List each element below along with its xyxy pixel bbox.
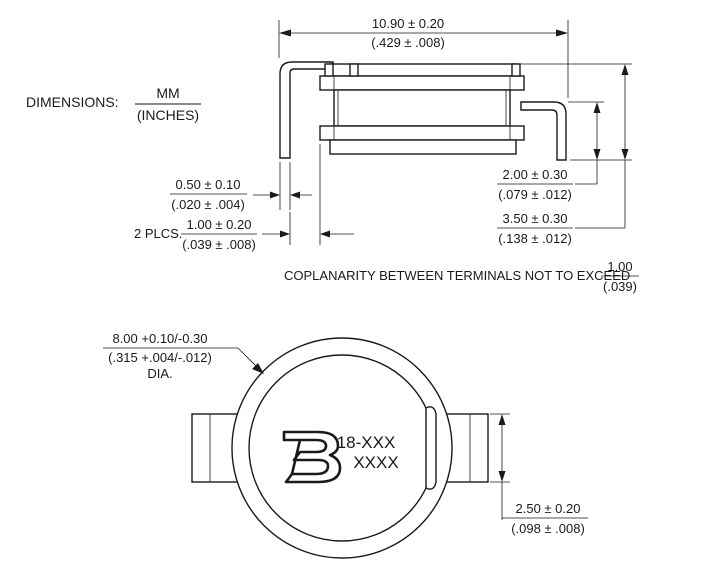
tab-width-mm: 2.50 ± 0.20 xyxy=(516,501,581,516)
legend-label: DIMENSIONS: xyxy=(26,94,119,110)
core xyxy=(333,89,511,127)
coplanarity-denominator: (.039) xyxy=(603,279,637,294)
marking-line-1: 18-XXX xyxy=(337,433,396,452)
terminal-width-dimension: 2 PLCS. 1.00 ± 0.20 (.039 ± .008) xyxy=(134,144,354,252)
legend-denominator: (INCHES) xyxy=(137,107,199,123)
terminal-height-dimension: 2.00 ± 0.30 (.079 ± .012) xyxy=(497,101,632,202)
coplanarity-note: COPLANARITY BETWEEN TERMINALS NOT TO EXC… xyxy=(284,259,639,294)
bottom-cap xyxy=(329,139,517,155)
tab-width-in: (.098 ± .008) xyxy=(511,521,585,536)
terminal-thickness-dimension: 0.50 ± 0.10 (.020 ± .004) xyxy=(170,162,312,212)
diameter-dimension: 8.00 +0.10/-0.30 (.315 +.004/-.012) DIA. xyxy=(103,331,264,381)
total-height-dimension: 3.50 ± 0.30 (.138 ± .012) xyxy=(497,63,632,246)
right-terminal xyxy=(520,101,567,161)
body-notch xyxy=(425,406,437,490)
terminal-width-prefix: 2 PLCS. xyxy=(134,226,182,241)
terminal-height-mm: 2.00 ± 0.30 xyxy=(503,167,568,182)
terminal-width-mm: 1.00 ± 0.20 xyxy=(187,217,252,232)
terminal-height-in: (.079 ± .012) xyxy=(498,187,572,202)
side-view: 10.90 ± 0.20 (.429 ± .008) 0.50 ± 0.10 (… xyxy=(134,16,632,252)
terminal-thickness-mm: 0.50 ± 0.10 xyxy=(176,177,241,192)
width-in: (.429 ± .008) xyxy=(371,35,445,50)
legend-numerator: MM xyxy=(156,85,179,101)
tab-width-dimension: 2.50 ± 0.20 (.098 ± .008) xyxy=(490,413,588,536)
diameter-suffix: DIA. xyxy=(147,366,172,381)
marking-line-2: XXXX xyxy=(353,453,398,472)
width-dimension: 10.90 ± 0.20 (.429 ± .008) xyxy=(278,16,569,98)
terminal-width-in: (.039 ± .008) xyxy=(182,237,256,252)
width-mm: 10.90 ± 0.20 xyxy=(372,16,444,31)
diameter-mm: 8.00 +0.10/-0.30 xyxy=(112,331,207,346)
top-view: 18-XXX XXXX 8.00 +0.10/-0.30 (.315 +.004… xyxy=(103,331,588,559)
dimensions-legend: DIMENSIONS: MM (INCHES) xyxy=(26,85,201,123)
total-height-mm: 3.50 ± 0.30 xyxy=(503,211,568,226)
upper-flange xyxy=(319,75,525,91)
bourns-logo xyxy=(282,430,342,484)
terminal-thickness-in: (.020 ± .004) xyxy=(171,197,245,212)
coplanarity-text: COPLANARITY BETWEEN TERMINALS NOT TO EXC… xyxy=(284,268,630,283)
diameter-in: (.315 +.004/-.012) xyxy=(108,350,212,365)
coplanarity-numerator: 1.00 xyxy=(607,259,632,274)
lower-flange xyxy=(319,125,525,141)
total-height-in: (.138 ± .012) xyxy=(498,231,572,246)
